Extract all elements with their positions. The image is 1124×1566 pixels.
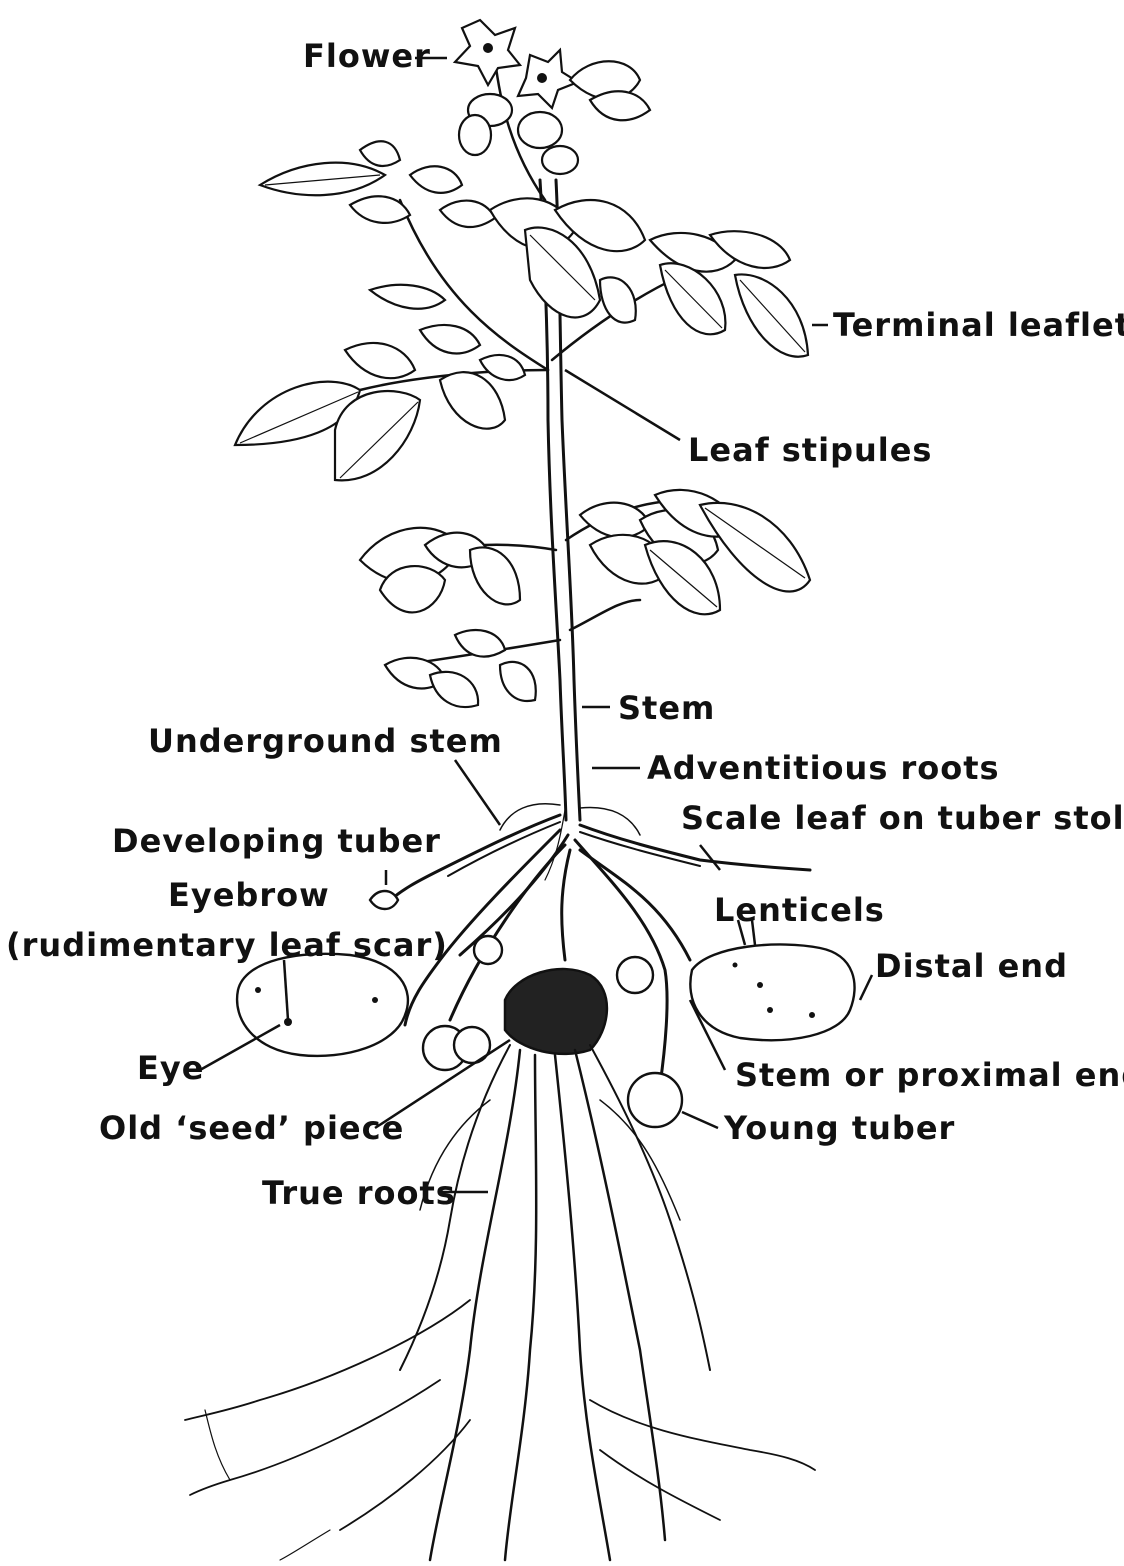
old-seed-piece-label: Old ‘seed’ piece — [99, 1110, 404, 1146]
foliage — [235, 61, 810, 707]
terminal-leaflet-label: Terminal leaflet — [833, 307, 1124, 343]
distal-end-label: Distal end — [875, 948, 1068, 984]
old-seed-piece — [505, 969, 607, 1054]
adventitious-roots-label: Adventitious roots — [647, 750, 1000, 786]
young-tuber-label: Young tuber — [724, 1110, 955, 1146]
underground-stem-label: Underground stem — [148, 723, 503, 759]
eye-label: Eye — [137, 1050, 204, 1086]
eyebrow-label: Eyebrow — [168, 877, 330, 913]
eyebrow-note-label: (rudimentary leaf scar) — [6, 927, 448, 963]
flower-label: Flower — [303, 38, 431, 74]
stem-proximal-end-label: Stem or proximal end — [735, 1057, 1124, 1093]
developing-tuber-label: Developing tuber — [112, 823, 441, 859]
stem-label: Stem — [618, 690, 715, 726]
true-roots-label: True roots — [262, 1175, 456, 1211]
lenticels-label: Lenticels — [714, 892, 885, 928]
leaf-stipules-label: Leaf stipules — [688, 432, 932, 468]
scale-leaf-label: Scale leaf on tuber stolon — [681, 800, 1124, 836]
